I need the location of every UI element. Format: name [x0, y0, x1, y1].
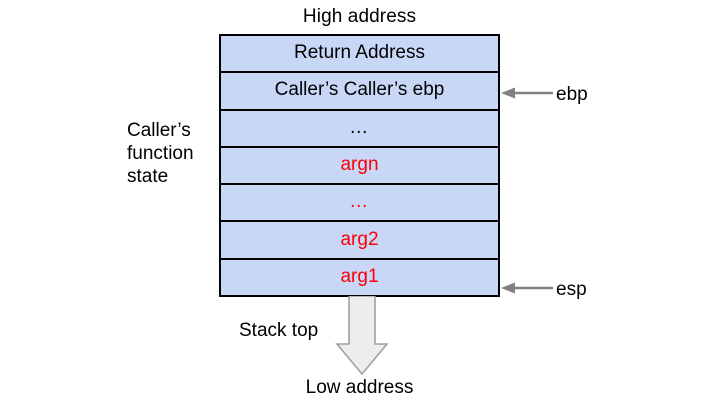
stack-cell-label: Return Address — [294, 42, 425, 64]
pointer-label-ebp: ebp — [556, 84, 588, 105]
stack-top-label: Stack top — [239, 320, 319, 341]
pointer-label-esp: esp — [556, 279, 587, 300]
stack-cell-arg2: arg2 — [221, 222, 498, 260]
arrow-down-block-icon — [335, 296, 389, 376]
stack-cell-callers-callers-ebp: Caller’s Caller’s ebp — [221, 73, 498, 111]
stack-cell-ellipsis-upper: … — [221, 110, 498, 148]
side-note-line-3: state — [127, 166, 169, 187]
stack-cell-arg1: arg1 — [221, 259, 498, 295]
low-address-label: Low address — [305, 377, 414, 398]
stack-cell-label: argn — [340, 153, 379, 175]
stack-cell-argn: argn — [221, 147, 498, 186]
arrow-left-icon-ebp — [499, 86, 555, 100]
callers-function-state-note: Caller’s function state — [127, 119, 219, 188]
high-address-label: High address — [302, 6, 417, 27]
stack-cell-ellipsis-lower: … — [221, 185, 498, 223]
stack-frame-box: Return Address Caller’s Caller’s ebp … a… — [219, 34, 500, 297]
side-note-line-1: Caller’s — [127, 120, 191, 141]
stack-cell-label: … — [349, 116, 370, 138]
stack-cell-label: arg1 — [340, 265, 379, 287]
arrow-left-icon-esp — [499, 281, 555, 295]
stack-cell-label: arg2 — [340, 228, 379, 250]
side-note-line-2: function — [127, 143, 194, 164]
stack-cell-label: … — [349, 191, 370, 213]
stack-cell-return-address: Return Address — [221, 36, 498, 74]
stack-cell-label: Caller’s Caller’s ebp — [274, 79, 445, 101]
